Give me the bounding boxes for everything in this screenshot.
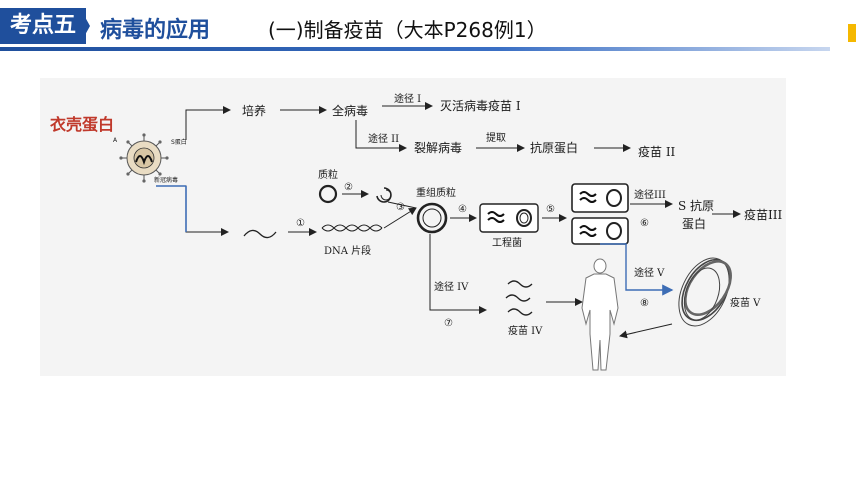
vaccine-1-label: 灭活病毒疫苗 I bbox=[440, 98, 521, 113]
vaccine-diagram: 衣壳蛋白 A S蛋白 新冠病毒 bbox=[50, 92, 782, 371]
header-rule bbox=[0, 47, 830, 51]
corner-accent bbox=[848, 24, 856, 42]
viral-rna-icon bbox=[243, 229, 277, 239]
route-5-label: 途径 V bbox=[634, 266, 665, 279]
diagram-panel: 衣壳蛋白 A S蛋白 新冠病毒 bbox=[40, 78, 786, 376]
arrow-route-2 bbox=[355, 120, 407, 152]
vaccine-2-label: 疫苗 II bbox=[638, 144, 676, 159]
culture-box-lower bbox=[571, 217, 629, 245]
step-4-label: ④ bbox=[458, 204, 467, 215]
virus-label-name: 新冠病毒 bbox=[154, 176, 178, 184]
recombinant-plasmid-label: 重组质粒 bbox=[416, 186, 456, 199]
capsid-protein-label: 衣壳蛋白 bbox=[50, 115, 114, 134]
arrow-route-5 bbox=[600, 243, 674, 296]
step-6-label: ⑥ bbox=[640, 218, 649, 229]
line-plasmid-to-recombinant bbox=[387, 201, 417, 209]
step-2-label: ② bbox=[344, 182, 353, 193]
engineered-bacteria-label: 工程菌 bbox=[492, 237, 522, 249]
header: 考点五 病毒的应用 (一)制备疫苗（大本P268例1） bbox=[0, 0, 860, 66]
vaccine-4-label: 疫苗 IV bbox=[508, 324, 543, 337]
whole-virus-label: 全病毒 bbox=[332, 103, 368, 118]
step-1-label: ① bbox=[296, 218, 305, 229]
vaccine-3-label: 疫苗III bbox=[744, 207, 782, 222]
cut-plasmid-icon bbox=[376, 187, 392, 203]
virus-icon bbox=[119, 133, 169, 183]
extract-label: 提取 bbox=[486, 132, 506, 144]
arrow-to-gene bbox=[156, 185, 229, 236]
vaccine-4-icon bbox=[505, 280, 533, 316]
section-title: 病毒的应用 bbox=[100, 18, 211, 43]
step-8-label: ⑧ bbox=[640, 298, 649, 309]
s-antigen-label: S 抗原 bbox=[678, 198, 714, 213]
virus-label-a: A bbox=[113, 137, 118, 144]
dna-fragment-label: DNA 片段 bbox=[324, 244, 371, 257]
arrow-to-culture bbox=[185, 106, 231, 140]
virus-label-s: S蛋白 bbox=[171, 138, 187, 146]
lyse-virus-label: 裂解病毒 bbox=[414, 140, 462, 155]
route-2-label: 途径 II bbox=[368, 132, 399, 145]
vaccine-5-label: 疫苗 V bbox=[730, 296, 761, 309]
engineered-bacteria-icon bbox=[479, 203, 539, 233]
route-4-label: 途径 IV bbox=[434, 280, 469, 293]
recombinant-plasmid-icon bbox=[416, 202, 448, 234]
dna-fragment-icon bbox=[321, 224, 383, 232]
route-1-label: 途径 I bbox=[394, 92, 421, 105]
culture-label: 培养 bbox=[242, 103, 266, 118]
antigen-protein-label: 抗原蛋白 bbox=[530, 140, 578, 155]
route-3-label: 途径III bbox=[634, 188, 666, 201]
arrow-route-4 bbox=[429, 234, 487, 314]
section-badge: 考点五 bbox=[0, 8, 86, 44]
arrow-dna-to-recombinant bbox=[383, 207, 417, 229]
human-figure-icon bbox=[581, 258, 619, 371]
plasmid-icon bbox=[318, 184, 338, 204]
arrow-vaccine-5-to-human bbox=[619, 323, 673, 339]
s-antigen-protein-label: 蛋白 bbox=[682, 216, 706, 231]
vaccine-5-icon bbox=[678, 257, 732, 327]
step-3-label: ③ bbox=[396, 202, 405, 213]
plasmid-label: 质粒 bbox=[318, 168, 338, 181]
culture-box-upper bbox=[571, 183, 629, 213]
page-subtitle: (一)制备疫苗（大本P268例1） bbox=[268, 18, 547, 42]
step-7-label: ⑦ bbox=[444, 318, 453, 329]
step-5-label: ⑤ bbox=[546, 204, 555, 215]
